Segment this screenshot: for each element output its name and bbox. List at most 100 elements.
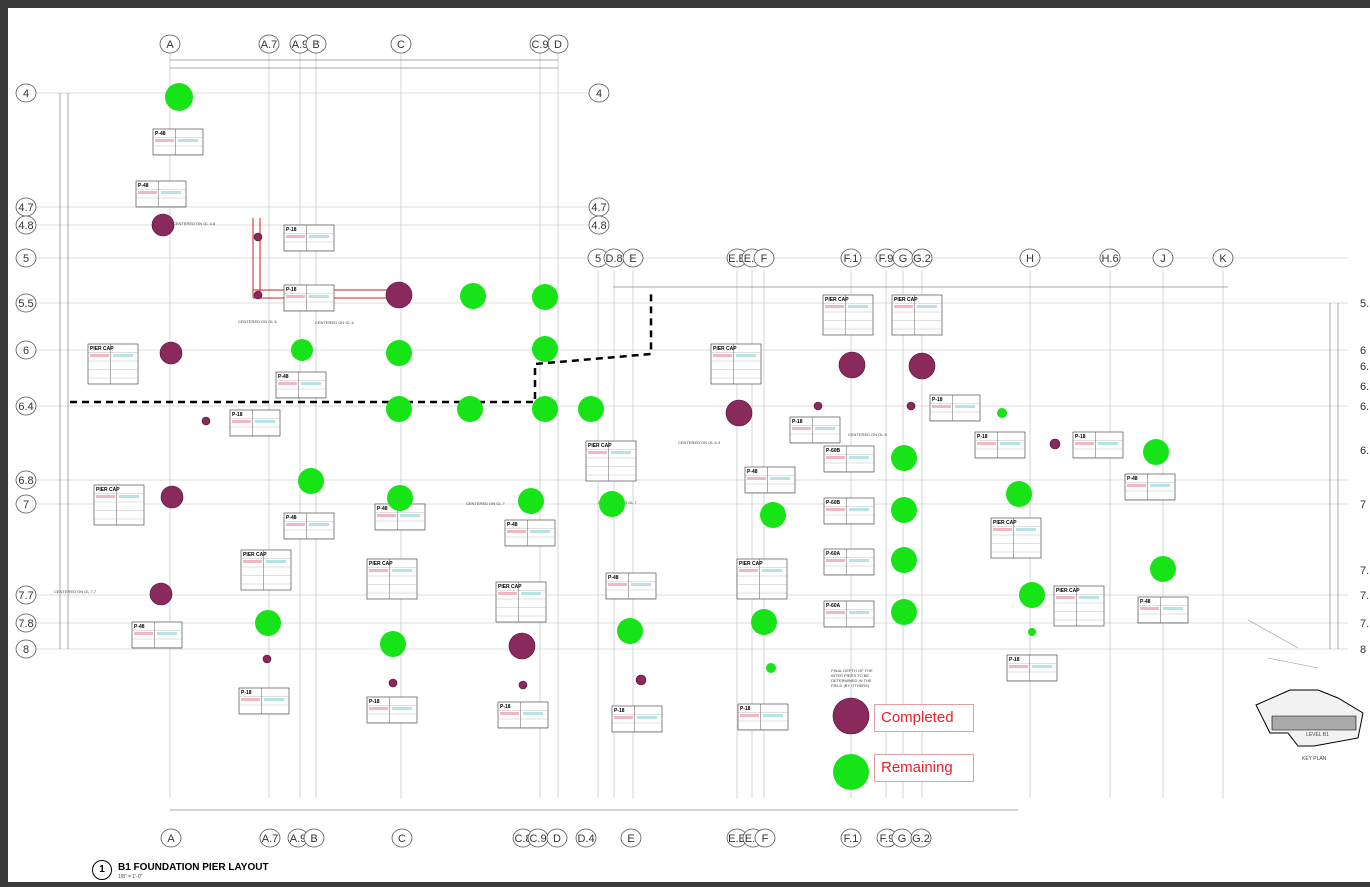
pier-schedule-table: P-18 — [929, 394, 981, 422]
remaining-pier — [891, 497, 917, 523]
key-plan-level: LEVEL B1 — [1306, 732, 1329, 738]
pier-tag: P-60A — [826, 551, 841, 557]
table-highlight — [232, 420, 251, 423]
remaining-pier — [617, 618, 643, 644]
pier-tag: PIER CAP — [588, 443, 612, 449]
grid-bubble-circle — [390, 34, 412, 54]
grid-bubble-top: A.7 — [258, 34, 280, 54]
remaining-pier — [1028, 628, 1036, 636]
pier-schedule-table: P-18 — [283, 224, 335, 252]
completed-pier — [388, 678, 398, 688]
table-highlight — [770, 477, 790, 480]
pier-tag: P-48 — [1127, 476, 1138, 482]
pier-tag: P-18 — [286, 227, 297, 233]
grid-bubble-top-right: F.9 — [875, 248, 897, 268]
pier-schedule-table: PIER CAP — [736, 558, 788, 600]
table-highlight — [1079, 596, 1099, 599]
key-plan: LEVEL B1 KEY PLAN — [1247, 619, 1364, 762]
grid-bubble-bottom: C.8 — [512, 828, 534, 848]
grid-bubble-label: C — [398, 833, 406, 845]
legend-remaining-marker — [833, 754, 869, 790]
boundary-dashed-line — [70, 290, 653, 404]
notes: FINAL DEPTH OF THE INTER PIERS TO BE DET… — [831, 668, 873, 688]
grid-bubble-circle — [15, 639, 37, 659]
table-highlight — [309, 235, 329, 238]
table-highlight — [614, 716, 633, 719]
table-highlight — [849, 456, 869, 459]
pier-tag: PIER CAP — [498, 584, 522, 590]
grid-bubble-top-right: E — [622, 248, 644, 268]
grid-bubble-top: C.9 — [529, 34, 551, 54]
grid-bubble-right-partial: 6. — [1360, 381, 1369, 393]
table-highlight — [278, 382, 297, 385]
grid-bubble-circle — [910, 828, 932, 848]
grid-bubble-top: A.9 — [289, 34, 311, 54]
grid-bubble-label: D — [553, 833, 561, 845]
grid-bubble-circle — [15, 613, 37, 633]
table-highlight — [392, 569, 412, 572]
table-highlight — [1163, 607, 1183, 610]
grid-bubble-label: E — [629, 253, 636, 265]
table-highlight — [369, 569, 388, 572]
table-highlight — [1127, 484, 1146, 487]
grid-bubble-right: 4.7 — [588, 197, 610, 217]
remaining-pier — [386, 396, 412, 422]
grid-bubble-top: D — [547, 34, 569, 54]
grid-bubble-label: 4 — [23, 88, 29, 100]
grid-bubble-right-partial: 6. — [1360, 361, 1369, 373]
pier-schedule-table: PIER CAP — [710, 343, 762, 385]
table-highlight — [286, 295, 305, 298]
table-highlight — [377, 514, 396, 517]
grid-bubble-label: G — [898, 833, 907, 845]
table-highlight — [631, 583, 651, 586]
grid-bubble-label: D.4 — [577, 833, 594, 845]
grid-bubble-bottom: E — [620, 828, 642, 848]
completed-pier — [725, 399, 753, 427]
legend-remaining-box: Remaining — [874, 754, 974, 782]
table-highlight — [848, 305, 868, 308]
completed-pier — [151, 213, 175, 237]
grid-bubble-right-partial: 7. — [1360, 590, 1369, 602]
table-highlight — [739, 569, 758, 572]
table-highlight — [155, 139, 174, 142]
grid-bubble-right-partial: 6. — [1360, 401, 1369, 413]
grid-bubble-left: 8 — [15, 639, 37, 659]
legend-remaining-label: Remaining — [881, 759, 953, 776]
grid-bubble-circle — [15, 293, 37, 313]
pier-tag: P-48 — [138, 183, 149, 189]
grid-bubble-label: F — [761, 253, 768, 265]
pier-schedule-table: PIER CAP — [891, 294, 943, 336]
remaining-pier — [760, 502, 786, 528]
key-plan-label: KEY PLAN — [1302, 756, 1327, 762]
table-highlight — [1150, 484, 1170, 487]
table-highlight — [530, 530, 550, 533]
grid-bubble-left: 7 — [15, 494, 37, 514]
table-highlight — [243, 560, 262, 563]
table-highlight — [119, 495, 139, 498]
pier-schedule-table: PIER CAP — [990, 517, 1042, 559]
table-highlight — [1075, 442, 1094, 445]
remaining-pier — [518, 488, 544, 514]
grid-bubble-top-right: F.1 — [840, 248, 862, 268]
table-highlight — [523, 712, 543, 715]
callout-label: CENTERED ON GL 5 — [848, 432, 888, 437]
grid-bubble-circle — [547, 34, 569, 54]
remaining-pier — [298, 468, 324, 494]
table-highlight — [611, 451, 631, 454]
grid-bubble-label: D — [554, 39, 562, 51]
table-border — [1053, 585, 1105, 627]
table-highlight — [608, 583, 627, 586]
grid-bubble-left: 7.8 — [15, 613, 37, 633]
table-highlight — [1009, 665, 1028, 668]
grid-bubble-right-partial: 6. — [1360, 445, 1369, 457]
pier-schedule-table: P-18 — [366, 696, 418, 724]
pier-tag: P-60A — [826, 603, 841, 609]
table-highlight — [178, 139, 198, 142]
table-highlight — [826, 611, 845, 614]
pier-schedule-table: P-48 — [283, 512, 335, 540]
grid-bubble-label: B — [312, 39, 319, 51]
pier-schedule-table: P-18 — [497, 701, 549, 729]
pier-tag: PIER CAP — [993, 520, 1017, 526]
pier-schedule-table: PIER CAP — [495, 581, 547, 623]
